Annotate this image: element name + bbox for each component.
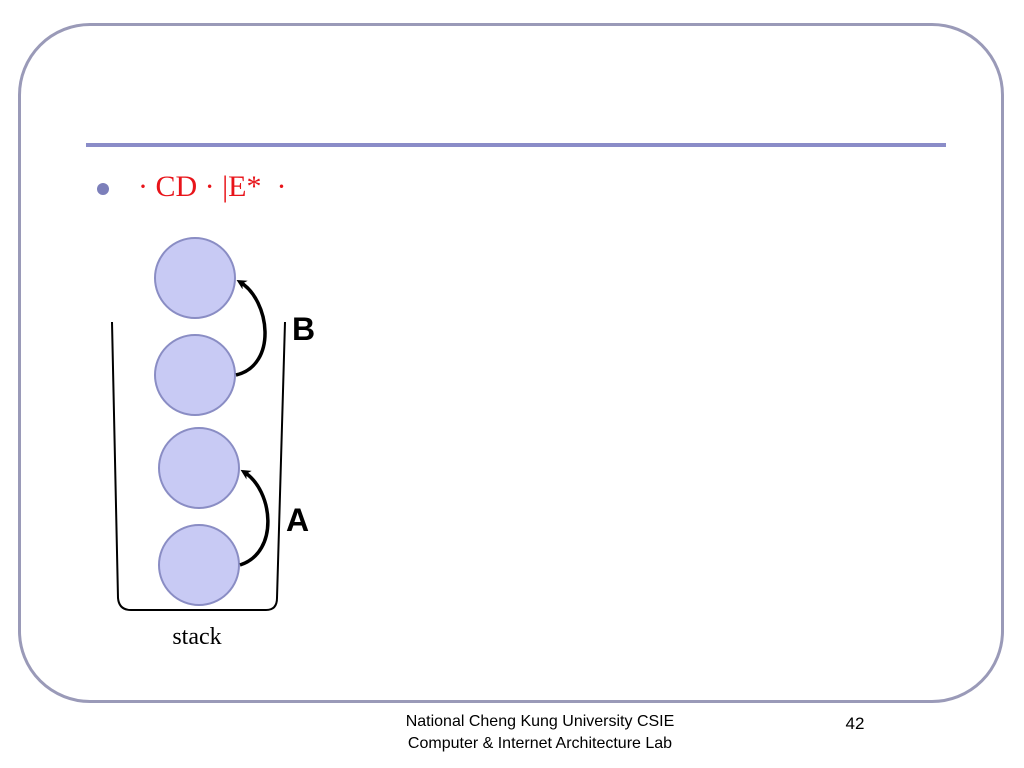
footer-org-line1: National Cheng Kung University CSIE xyxy=(405,713,675,730)
slide-frame xyxy=(18,23,1004,703)
stack-node-bottom xyxy=(158,524,240,606)
bullet-text: · CD · |E* · xyxy=(138,170,287,203)
arrow-label-b: B xyxy=(292,311,315,347)
arrow-label-a: A xyxy=(286,502,309,538)
arrow-b xyxy=(235,279,267,377)
footer-organization: National Cheng Kung University CSIE Comp… xyxy=(340,711,740,755)
stack-node-third xyxy=(158,427,240,509)
arrow-a xyxy=(239,469,270,567)
title-divider xyxy=(86,143,946,147)
stack-node-top xyxy=(154,237,236,319)
bullet-icon xyxy=(97,183,109,195)
stack-label: stack xyxy=(172,624,221,650)
page-number: 42 xyxy=(845,714,865,733)
stack-container xyxy=(111,321,286,611)
stack-node-second xyxy=(154,334,236,416)
footer-org-line2: Computer & Internet Architecture Lab xyxy=(407,735,673,752)
